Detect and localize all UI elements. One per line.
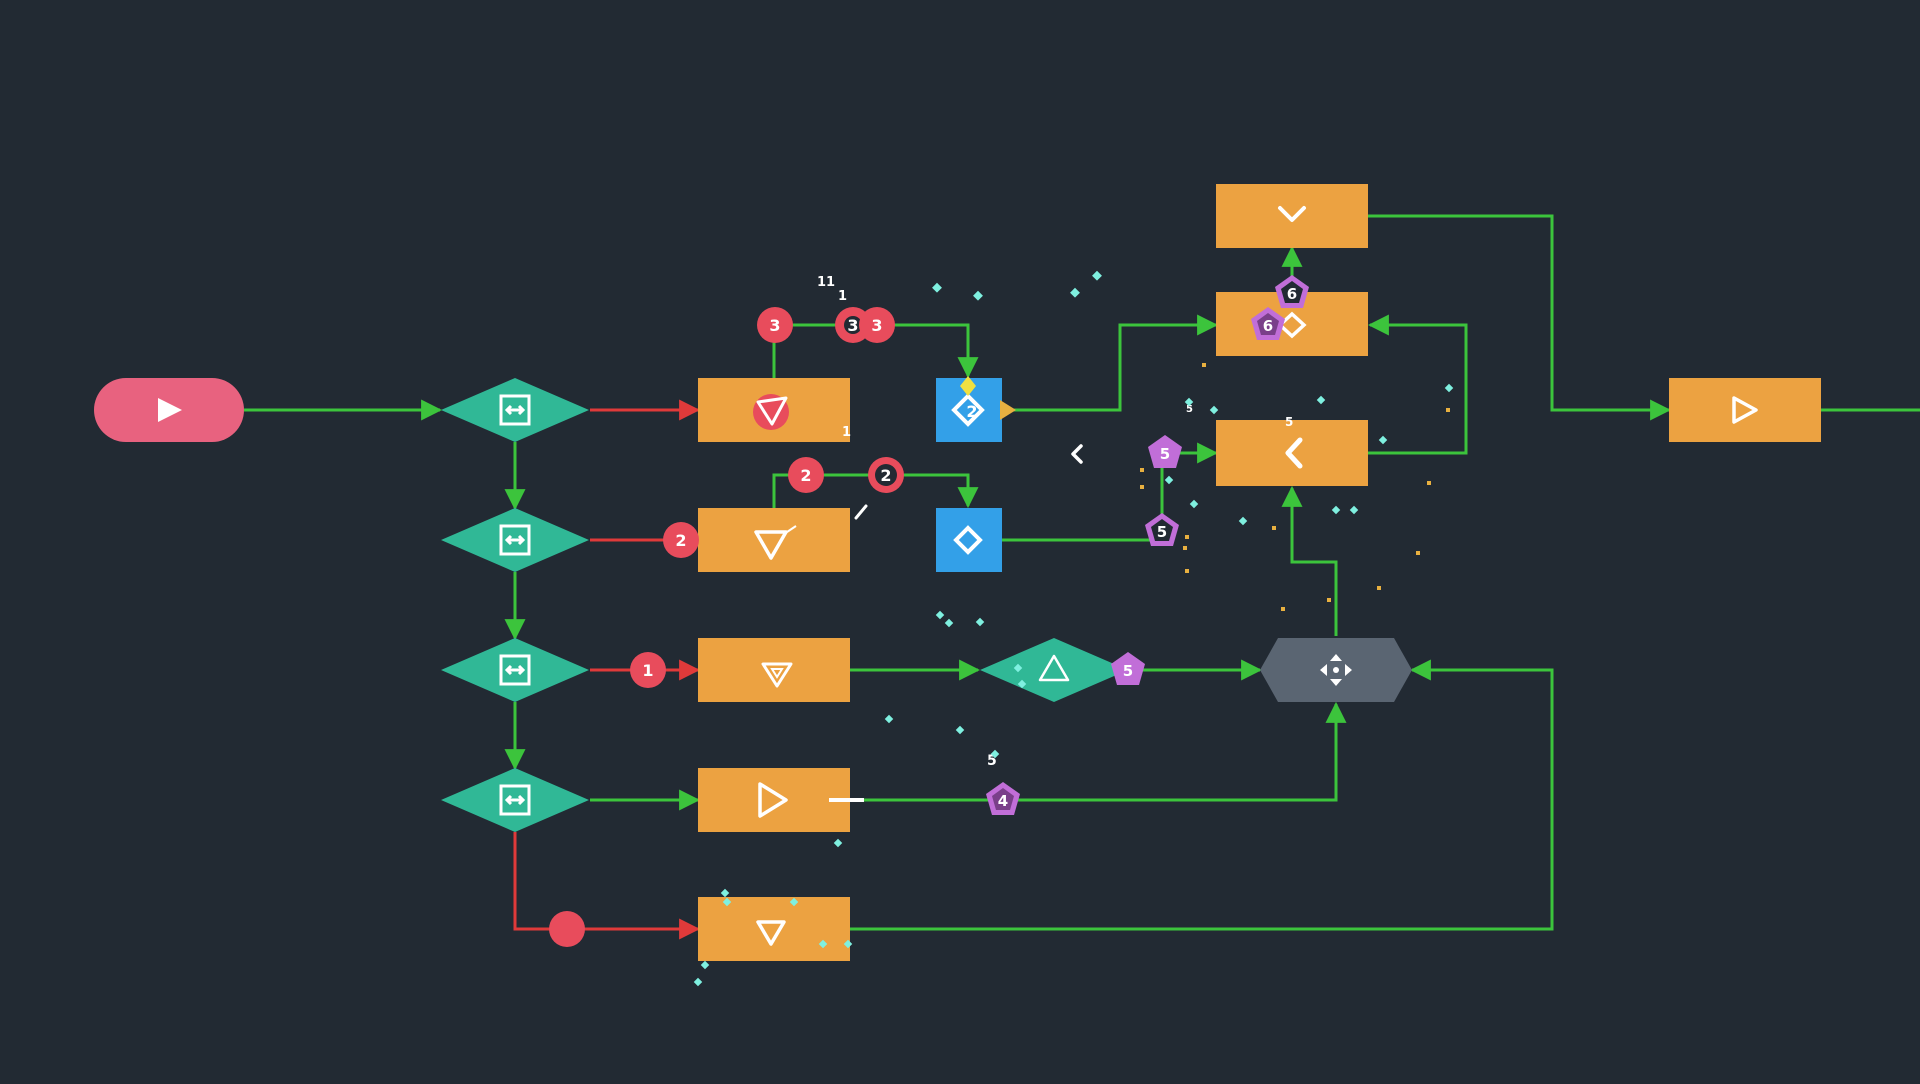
chevron-left-icon[interactable] [1071,444,1083,464]
token-2c[interactable]: 2 [663,522,699,558]
diamond-outline-icon [951,393,985,427]
output-node[interactable] [1669,378,1821,442]
pentagon-5c[interactable]: 5 [1111,652,1145,685]
node-5[interactable] [698,897,850,961]
svg-text:2: 2 [880,466,891,485]
wire-left-to-mid [1367,314,1468,455]
pentagon-5b[interactable]: 5 [1145,513,1179,546]
split-arrows-icon [499,394,531,426]
chevron-down-icon [1278,206,1306,222]
triangle-down-icon [761,662,793,688]
warning-triangle-icon [1038,654,1070,682]
token-2a[interactable]: 2 [788,457,824,493]
svg-text:4: 4 [998,792,1008,810]
wires [244,214,1920,940]
floating-label-5c: 5 [1186,404,1193,415]
start-button[interactable] [94,378,244,442]
token-1[interactable]: 1 [630,652,666,688]
node-3[interactable] [698,638,850,702]
floating-label-1b: 1 [842,425,851,440]
svg-text:5: 5 [1123,662,1133,680]
node-chevron-left[interactable] [1216,420,1368,486]
play-outline-icon [758,782,788,818]
play-outline-icon [1732,396,1758,424]
triangle-down-icon [756,396,788,426]
svg-text:3: 3 [847,316,858,335]
move-arrows-icon [1320,654,1352,686]
split-arrows-icon [499,654,531,686]
splitter-1[interactable] [441,378,589,442]
splitter-3[interactable] [441,638,589,702]
wire-blue1-chevron [1002,314,1219,412]
decision-node[interactable] [980,638,1128,702]
svg-text:3: 3 [871,316,882,335]
pentagon-5a[interactable]: 5 [1148,435,1182,468]
node-chevron-down[interactable] [1216,184,1368,248]
svg-text:2: 2 [966,402,977,421]
pentagon-6b[interactable]: 6 [1251,307,1285,340]
token-3c[interactable]: 3 [859,307,895,343]
floating-label-11: 11 [817,275,835,290]
pentagon-4[interactable]: 4 [986,782,1020,815]
svg-text:1: 1 [642,661,653,680]
token-3a[interactable]: 3 [757,307,793,343]
triangle-down-icon [756,920,786,946]
merger-node[interactable] [1260,638,1412,702]
chevron-left-icon [1285,437,1303,469]
token-empty[interactable] [549,911,585,947]
blue-node-1[interactable] [936,376,1016,442]
pentagon-6a[interactable]: 6 [1275,275,1309,308]
wire-top-to-output [1368,214,1672,421]
svg-text:2: 2 [800,466,811,485]
floating-label-5a: 5 [1285,415,1293,429]
svg-text:3: 3 [769,316,780,335]
split-arrows-icon [499,784,531,816]
sparkle-particles [693,270,1454,987]
blue-node-2[interactable] [936,508,1002,572]
wire-node4-merger [850,701,1347,802]
svg-text:6: 6 [1287,285,1297,303]
wire-blue2-pentagon [1002,442,1219,542]
node-1[interactable] [698,378,850,442]
wire-node5-merger [850,659,1554,931]
splitter-4[interactable] [441,768,589,832]
splitter-2[interactable] [441,508,589,572]
wire-merger-left [1281,485,1338,636]
svg-text:5: 5 [1160,445,1170,463]
wire-splitter4-node5 [513,832,701,940]
play-icon [158,398,182,422]
diamond-outline-icon [953,525,983,555]
svg-text:6: 6 [1263,317,1273,335]
svg-text:5: 5 [1157,523,1167,541]
floating-label-1a: 1 [838,289,847,304]
triangle-down-icon [754,530,788,560]
split-arrows-icon [499,524,531,556]
cursor-icon [854,504,868,520]
floating-label-5b: 5 [987,753,997,769]
gold-particles [1140,363,1450,611]
token-2b[interactable]: 2 [868,457,904,493]
node-4[interactable] [698,768,864,832]
node-2[interactable] [698,508,850,572]
svg-text:2: 2 [675,531,686,550]
token-2d[interactable]: 2 [966,402,977,421]
